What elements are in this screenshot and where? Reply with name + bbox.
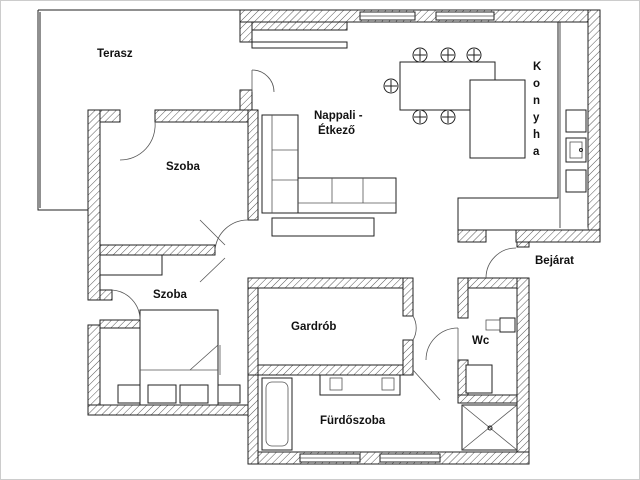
konyha-letter: n — [533, 95, 540, 107]
wall-top — [239, 9, 601, 23]
door-lower-bedroom — [111, 289, 141, 321]
door-terrace — [251, 69, 275, 93]
label-konyha: K o n y h a — [533, 61, 542, 158]
label-nappali-line1: Nappali - — [314, 110, 363, 122]
kitchen-counter — [457, 22, 588, 231]
washing-machine-icon — [465, 364, 493, 394]
kitchen-island — [469, 79, 526, 159]
wall-bottom-left — [87, 404, 249, 416]
konyha-letter: y — [533, 112, 540, 124]
door-living-corridor — [214, 219, 249, 251]
dining-set — [383, 47, 526, 159]
door-wc — [425, 327, 459, 361]
wall-left-upper — [87, 109, 101, 301]
label-terasz: Terasz — [97, 48, 133, 60]
room-labels: Terasz Nappali - Étkező Szoba Szoba Bejá… — [97, 48, 574, 427]
label-gardrob: Gardrób — [291, 321, 336, 333]
door-entrance — [485, 247, 517, 279]
wc-fixtures — [461, 317, 518, 451]
dining-chairs — [383, 47, 482, 125]
label-nappali-line2: Étkező — [318, 124, 355, 137]
label-bejarat: Bejárat — [535, 255, 574, 267]
doors — [111, 69, 517, 401]
bathtub-icon — [261, 377, 293, 451]
label-wc: Wc — [472, 335, 490, 347]
door-gardrob — [412, 315, 417, 341]
fridge-icon — [565, 169, 587, 193]
bed — [117, 309, 241, 406]
konyha-letter: o — [533, 78, 540, 90]
wall-right-lower — [516, 277, 530, 465]
label-furdoszoba: Fürdőszoba — [320, 415, 386, 427]
interior-walls — [99, 21, 518, 404]
konyha-letter: a — [533, 146, 540, 158]
windows-top — [299, 11, 495, 463]
label-szoba-upper: Szoba — [166, 161, 200, 173]
konyha-letter: h — [533, 129, 540, 141]
door-upper-bedroom — [119, 121, 156, 161]
kitchen-sink-icon — [565, 137, 587, 163]
label-szoba-lower: Szoba — [153, 289, 187, 301]
bathroom-fixtures — [261, 374, 401, 451]
sofa — [261, 114, 397, 237]
wall-left-lower — [87, 324, 101, 416]
konyha-letter: K — [533, 61, 542, 73]
wc-sink-icon — [499, 317, 516, 333]
wall-right-upper — [587, 9, 601, 243]
wall-bath-left — [247, 374, 259, 465]
tv-stand — [271, 217, 375, 237]
upper-bedroom-furniture — [99, 254, 163, 276]
kitchen-stove-icon — [565, 109, 587, 133]
